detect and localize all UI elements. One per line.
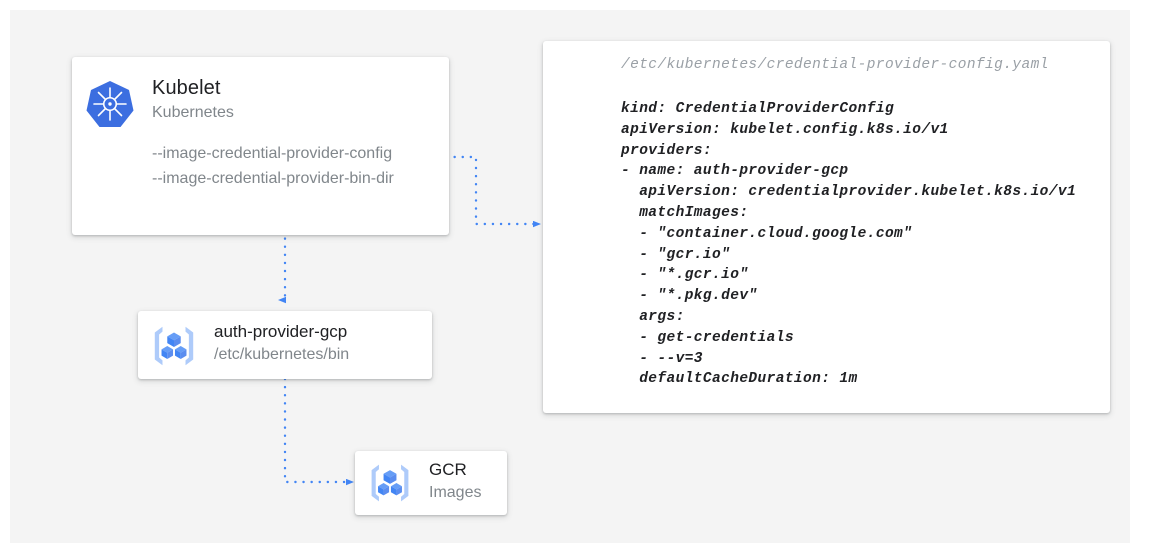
- yaml-line: apiVersion: credentialprovider.kubelet.k…: [621, 184, 1077, 201]
- yaml-line: - "container.cloud.google.com": [621, 225, 913, 242]
- yaml-file-path: /etc/kubernetes/credential-provider-conf…: [621, 57, 1049, 73]
- yaml-line: - "*.pkg.dev": [621, 288, 758, 305]
- gcr-title: GCR: [429, 460, 467, 479]
- yaml-line: - "*.gcr.io": [621, 267, 749, 284]
- kubernetes-logo-icon: [86, 81, 134, 127]
- yaml-line: defaultCacheDuration: 1m: [621, 371, 858, 388]
- gcr-subtitle: Images: [429, 484, 482, 501]
- yaml-line: kind: CredentialProviderConfig: [621, 101, 895, 117]
- yaml-line: - --v=3: [621, 350, 703, 367]
- kubelet-title: Kubelet: [152, 77, 221, 99]
- container-registry-icon: [371, 464, 409, 502]
- node-card-kubelet[interactable]: Kubelet Kubernetes --image-credential-pr…: [72, 57, 449, 235]
- auth-provider-subtitle: /etc/kubernetes/bin: [214, 346, 350, 363]
- yaml-line: - get-credentials: [621, 329, 794, 346]
- kubelet-flag-image-credential-provider-config: --image-credential-provider-config: [152, 145, 393, 162]
- yaml-line: - name: auth-provider-gcp: [621, 163, 849, 180]
- yaml-line: - "gcr.io": [621, 246, 731, 263]
- container-registry-icon: [154, 326, 194, 366]
- node-card-auth-provider-gcp[interactable]: auth-provider-gcp /etc/kubernetes/bin: [138, 311, 432, 379]
- yaml-line: args:: [621, 308, 685, 325]
- yaml-line: matchImages:: [621, 204, 749, 221]
- auth-provider-title: auth-provider-gcp: [214, 322, 348, 341]
- yaml-config-card[interactable]: /etc/kubernetes/credential-provider-conf…: [543, 41, 1110, 413]
- yaml-config-body: kind: CredentialProviderConfig apiVersion…: [621, 99, 1076, 390]
- kubelet-subtitle: Kubernetes: [152, 104, 234, 121]
- node-card-gcr[interactable]: GCR Images: [355, 451, 507, 515]
- yaml-line: apiVersion: kubelet.config.k8s.io/v1: [621, 121, 949, 138]
- kubelet-flag-image-credential-provider-bin-dir: --image-credential-provider-bin-dir: [152, 170, 394, 187]
- yaml-line: providers:: [621, 142, 713, 159]
